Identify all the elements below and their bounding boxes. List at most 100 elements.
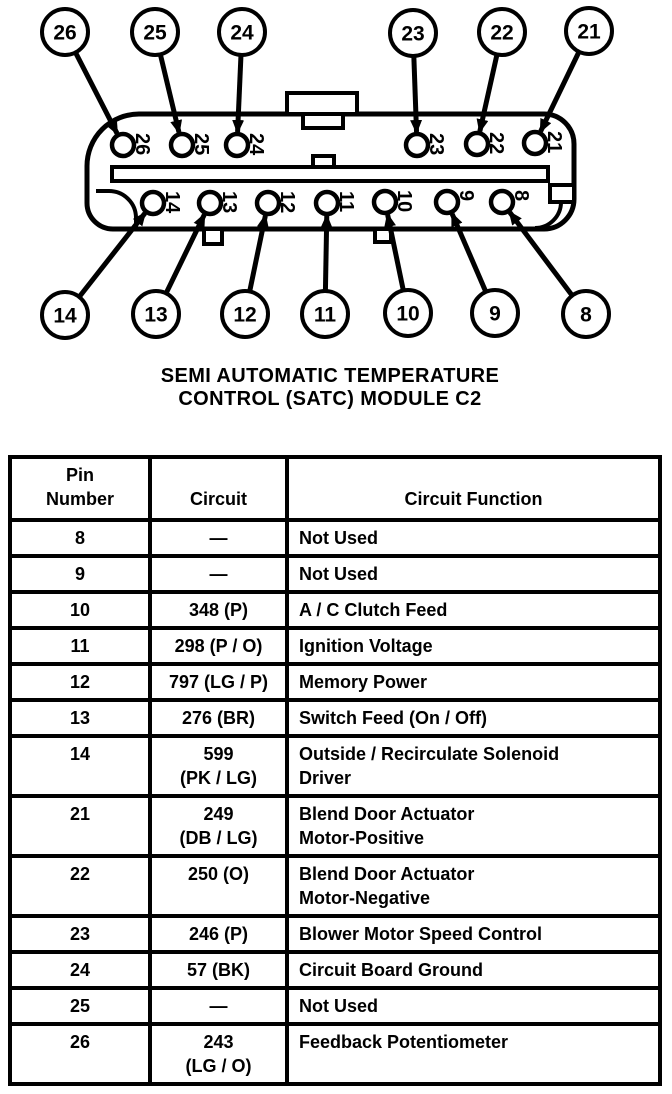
bottom-tab-left	[202, 227, 224, 246]
pin-label-12: 12	[276, 191, 298, 213]
circuit-cell: 599 (PK / LG)	[148, 734, 289, 798]
table-row-pin-25: 25—Not Used	[8, 986, 662, 1026]
pin-hole-22	[463, 130, 491, 158]
pin-hole-12	[254, 189, 282, 217]
table-header-row: Pin Number Circuit Circuit Function	[8, 455, 662, 522]
circuit-function-cell: Ignition Voltage	[285, 626, 662, 666]
leader-line-10	[384, 212, 406, 291]
leader-line-25	[158, 54, 183, 135]
callout-14	[40, 290, 90, 340]
pin-hole-13	[196, 189, 224, 217]
circuit-function-cell: Blend Door Actuator Motor-Negative	[285, 854, 662, 918]
header-circuit: Circuit	[148, 455, 289, 522]
pin-number-cell: 25	[8, 986, 152, 1026]
circuit-cell: 250 (O)	[148, 854, 289, 918]
pin-number-cell: 13	[8, 698, 152, 738]
callout-label-26: 26	[53, 22, 76, 45]
leader-line-11	[320, 213, 333, 291]
callout-21	[564, 6, 614, 56]
leader-line-13	[164, 212, 207, 294]
pin-label-9: 9	[455, 190, 477, 201]
circuit-cell: —	[148, 518, 289, 558]
callout-26	[40, 7, 90, 57]
callout-24	[217, 7, 267, 57]
callout-label-22: 22	[490, 22, 513, 45]
leader-line-8	[507, 210, 574, 297]
circuit-cell: 246 (P)	[148, 914, 289, 954]
leader-line-12	[247, 213, 269, 292]
pin-label-10: 10	[393, 190, 415, 212]
table-row-pin-8: 8—Not Used	[8, 518, 662, 558]
circuit-cell: —	[148, 986, 289, 1026]
diagram-title-line2: CONTROL (SATC) MODULE C2	[178, 388, 482, 410]
pin-number-cell: 10	[8, 590, 152, 630]
callout-label-9: 9	[489, 303, 501, 326]
pin-number-cell: 22	[8, 854, 152, 918]
callout-11	[300, 289, 350, 339]
pin-label-14: 14	[161, 191, 183, 214]
corner-arc-right	[534, 201, 563, 230]
circuit-function-cell: Memory Power	[285, 662, 662, 702]
pin-hole-21	[521, 129, 549, 157]
connector-top-tab	[285, 91, 359, 116]
circuit-function-cell: Not Used	[285, 986, 662, 1026]
circuit-function-cell: Circuit Board Ground	[285, 950, 662, 990]
callout-label-13: 13	[144, 304, 167, 327]
pin-hole-8	[488, 188, 516, 216]
leader-line-22	[476, 54, 500, 134]
circuit-cell: 348 (P)	[148, 590, 289, 630]
pin-number-cell: 8	[8, 518, 152, 558]
callout-23	[388, 8, 438, 58]
header-pin-number: Pin Number	[8, 455, 152, 522]
circuit-cell: 276 (BR)	[148, 698, 289, 738]
pin-hole-11	[313, 189, 341, 217]
connector-inner-tab	[301, 112, 345, 130]
callout-label-10: 10	[396, 303, 419, 326]
callout-8	[561, 289, 611, 339]
table-row-pin-9: 9—Not Used	[8, 554, 662, 594]
pin-hole-10	[371, 188, 399, 216]
connector-slot	[110, 165, 550, 183]
callout-label-11: 11	[314, 304, 337, 327]
callout-label-24: 24	[230, 22, 254, 45]
pin-label-11: 11	[335, 191, 357, 212]
leader-line-14	[77, 211, 147, 298]
pin-number-cell: 12	[8, 662, 152, 702]
callout-label-23: 23	[401, 23, 424, 46]
leader-lines	[73, 51, 581, 298]
callout-label-21: 21	[577, 21, 601, 44]
circuit-cell: 298 (P / O)	[148, 626, 289, 666]
pin-hole-23	[403, 131, 431, 159]
callout-13	[131, 289, 181, 339]
callout-10	[383, 288, 433, 338]
callout-label-14: 14	[53, 305, 77, 328]
leader-line-21	[538, 51, 581, 134]
pin-label-24: 24	[245, 133, 267, 156]
pin-hole-24	[223, 131, 251, 159]
diagram-title: SEMI AUTOMATIC TEMPERATURE CONTROL (SATC…	[0, 365, 660, 411]
pin-number-cell: 23	[8, 914, 152, 954]
pin-number-cell: 24	[8, 950, 152, 990]
pin-hole-26	[109, 131, 137, 159]
circuit-function-cell: A / C Clutch Feed	[285, 590, 662, 630]
circuit-function-cell: Not Used	[285, 518, 662, 558]
circuit-function-cell: Feedback Potentiometer	[285, 1022, 662, 1086]
circuit-cell: 57 (BK)	[148, 950, 289, 990]
callout-12	[220, 289, 270, 339]
pin-label-8: 8	[510, 190, 532, 201]
header-circuit-function: Circuit Function	[285, 455, 662, 522]
circuit-function-cell: Outside / Recirculate Solenoid Driver	[285, 734, 662, 798]
leader-line-23	[410, 56, 423, 135]
pin-number-cell: 26	[8, 1022, 152, 1086]
callout-label-8: 8	[580, 304, 592, 327]
